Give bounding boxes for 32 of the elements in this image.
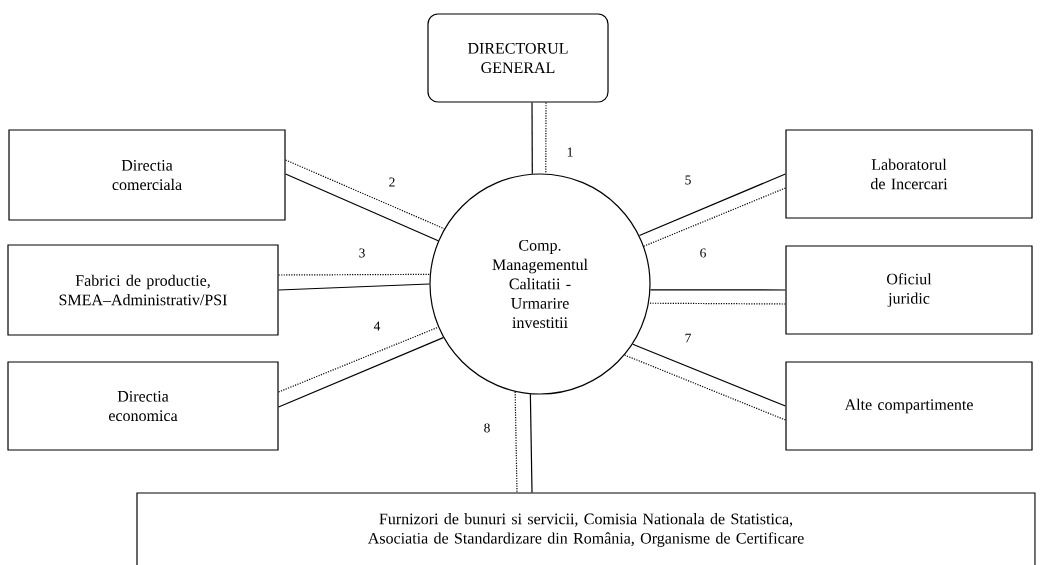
connector-line (531, 102, 533, 175)
connector-line (649, 289, 786, 291)
connector-line (278, 326, 439, 393)
connector-line (624, 354, 786, 421)
edge-label: 7 (683, 332, 693, 344)
director-box: DIRECTORUL GENERAL (427, 13, 609, 103)
edge-label: 3 (357, 247, 367, 259)
department-box: Laboratorul de Incercari (785, 129, 1033, 219)
department-box: Furnizori de bunuri si servicii, Comisia Nationala de Statistica, Asociatia de Standardizare din România, Organisme de Certificare (136, 492, 1036, 565)
connector-line (278, 337, 444, 408)
edge-label: 2 (387, 176, 397, 188)
connector-line (529, 393, 533, 493)
connector-line (514, 391, 518, 493)
edge-label: 6 (698, 247, 708, 259)
edge-label: 8 (482, 422, 492, 434)
connector-line (632, 343, 786, 407)
department-box: Fabrici de productie, SMEA–Administrativ/PSI (7, 244, 279, 336)
connector-line (285, 159, 445, 230)
connector-line (285, 173, 439, 242)
edge-label: 4 (372, 320, 382, 332)
department-box: Alte compartimente (785, 361, 1033, 451)
connector-line (648, 302, 786, 305)
connector-line (278, 273, 431, 276)
edge-label: 5 (683, 174, 693, 186)
connector-line (638, 173, 786, 237)
connector-line (545, 102, 547, 175)
department-box: Directia comerciala (8, 129, 286, 221)
connector-line (643, 187, 786, 247)
department-box: Directia economica (7, 361, 279, 451)
connector-line (278, 283, 430, 291)
edge-label: 1 (565, 146, 575, 158)
department-box: Oficiul juridic (785, 245, 1033, 335)
